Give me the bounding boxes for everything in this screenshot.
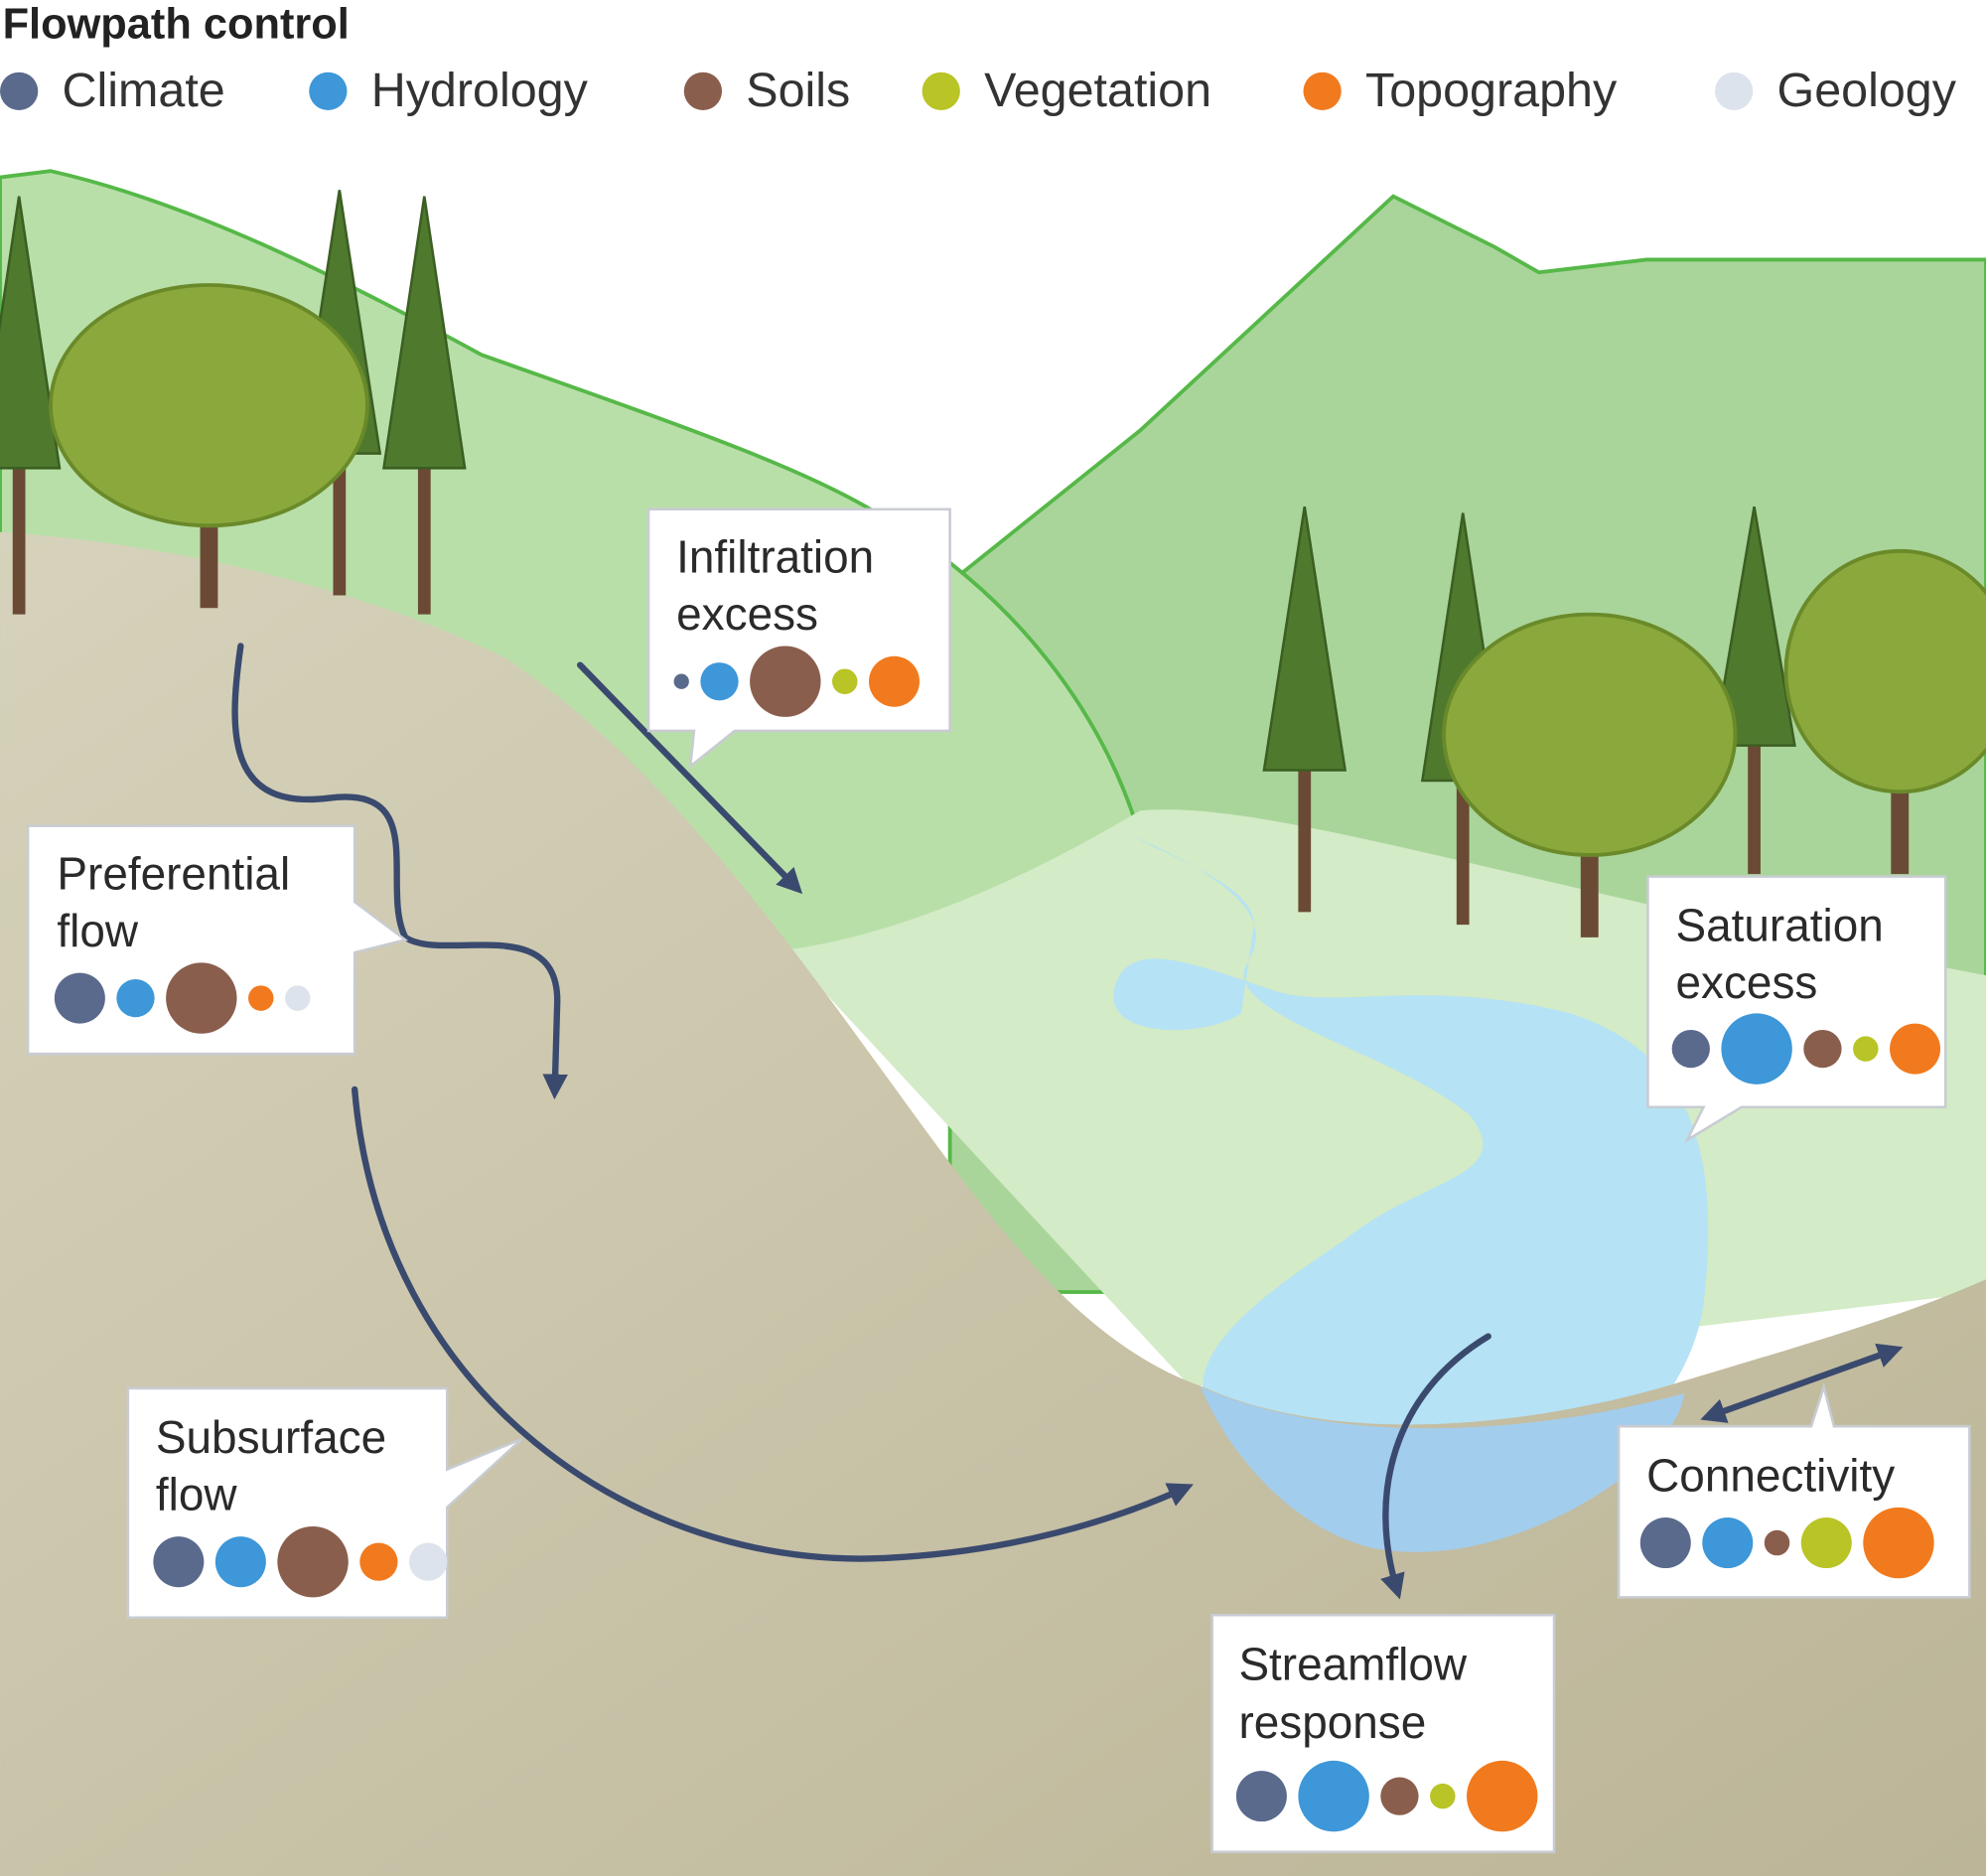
streamflow-arrow <box>1380 1333 1491 1600</box>
deciduous-tree-icon <box>1442 612 1738 938</box>
callout-infiltration-excess: Infiltration excess <box>646 507 951 770</box>
trees <box>0 190 1986 938</box>
legend-swatch-topography <box>1303 72 1342 110</box>
callout-title-line1: Preferential <box>57 847 290 899</box>
control-dot-geology <box>408 1542 448 1581</box>
callout-preferential-flow: Preferential flow <box>26 824 409 1056</box>
callout-title-line1: Saturation <box>1675 900 1883 951</box>
preferential-flow-arrow <box>231 643 568 1100</box>
control-dot-topography <box>248 985 274 1011</box>
control-dot-topography <box>359 1542 398 1581</box>
legend-label-climate: Climate <box>63 64 225 117</box>
control-dot-soils <box>1380 1777 1419 1815</box>
conifer-tree-icon <box>0 196 62 615</box>
legend-swatch-hydrology <box>309 72 348 110</box>
control-dot-soils <box>1803 1029 1842 1069</box>
callout-title-line1: Infiltration <box>676 531 874 583</box>
control-dot-climate <box>673 673 689 689</box>
control-dot-soils <box>166 962 237 1034</box>
control-dot-soils <box>750 646 821 717</box>
river <box>1113 835 1709 1552</box>
legend: Flowpath control Climate Hydrology Soils Ve… <box>0 0 1957 117</box>
control-dot-hydrology <box>1298 1760 1369 1832</box>
legend-label-soils: Soils <box>746 64 850 117</box>
control-dot-climate <box>1235 1771 1287 1822</box>
control-dot-vegetation <box>1853 1036 1879 1062</box>
infiltration-arrow <box>577 661 803 895</box>
legend-label-hydrology: Hydrology <box>371 64 589 117</box>
callout-title-line1: Streamflow <box>1238 1638 1467 1689</box>
callout-title: Connectivity <box>1646 1449 1895 1501</box>
deciduous-tree-icon <box>49 283 369 609</box>
callout-title-line1: Subsurface <box>156 1411 386 1463</box>
legend-label-geology: Geology <box>1777 64 1957 117</box>
control-dot-topography <box>869 655 921 707</box>
control-dot-climate <box>153 1536 205 1588</box>
connectivity-arrow <box>1700 1343 1904 1423</box>
callout-title-line2: flow <box>156 1468 237 1519</box>
control-dot-topography <box>1863 1507 1934 1579</box>
control-dot-hydrology <box>214 1536 266 1588</box>
callout-title-line2: excess <box>1675 956 1817 1008</box>
callout-title-line2: excess <box>676 588 818 640</box>
callout-subsurface-flow: Subsurface flow <box>126 1386 523 1620</box>
legend-swatch-soils <box>683 72 723 110</box>
callout-saturation-excess: Saturation excess <box>1646 875 1947 1144</box>
control-dot-geology <box>285 985 311 1011</box>
control-dot-hydrology <box>700 662 739 701</box>
legend-label-vegetation: Vegetation <box>984 64 1211 117</box>
legend-title: Flowpath control <box>3 0 350 48</box>
control-dot-vegetation <box>832 668 858 694</box>
flow-arrows <box>231 643 1904 1600</box>
control-dot-climate <box>1639 1517 1691 1569</box>
conifer-tree-icon <box>1262 506 1348 913</box>
deciduous-tree-icon <box>1783 548 1986 875</box>
legend-label-topography: Topography <box>1365 64 1618 117</box>
legend-swatch-climate <box>0 72 39 110</box>
control-dot-hydrology <box>116 978 155 1018</box>
callout-title-line2: flow <box>57 905 138 956</box>
conifer-tree-icon <box>1712 505 1796 875</box>
control-dot-climate <box>1671 1029 1710 1069</box>
control-dot-hydrology <box>1721 1013 1792 1084</box>
control-dot-hydrology <box>1702 1517 1754 1569</box>
conifer-tree-icon <box>382 196 467 615</box>
control-dot-vegetation <box>1430 1783 1456 1809</box>
legend-swatch-vegetation <box>922 72 960 110</box>
control-dot-soils <box>277 1525 349 1598</box>
callout-title-line2: response <box>1238 1696 1426 1748</box>
subsurface-flow-arrow <box>351 1085 1194 1562</box>
control-dot-climate <box>54 972 105 1024</box>
control-dot-topography <box>1467 1760 1538 1832</box>
control-dot-soils <box>1764 1529 1790 1556</box>
legend-swatch-geology <box>1715 72 1754 110</box>
callout-streamflow-response: Streamflow response <box>1210 1613 1556 1854</box>
callout-connectivity: Connectivity <box>1617 1382 1971 1599</box>
river-channel <box>1201 1386 1685 1552</box>
control-dot-vegetation <box>1800 1517 1852 1569</box>
control-dot-topography <box>1890 1023 1941 1075</box>
